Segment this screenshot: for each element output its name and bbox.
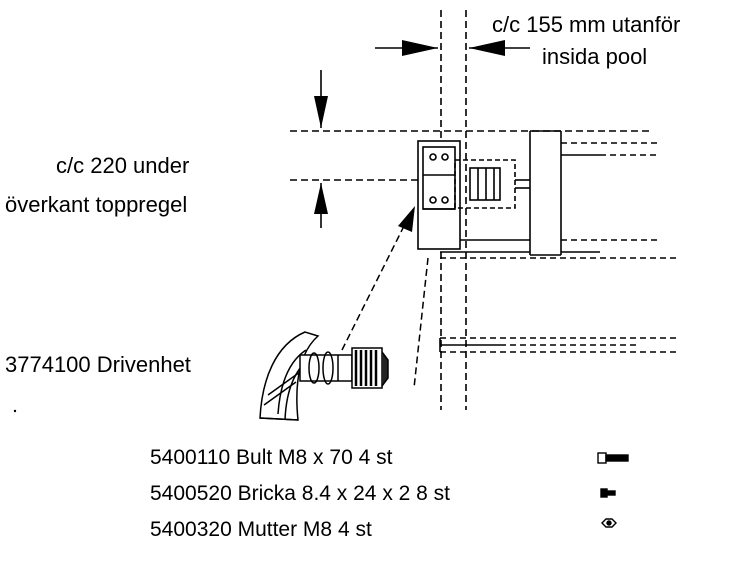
washer-icon	[600, 488, 616, 498]
stray-dot	[13, 409, 17, 413]
part-item-bolt: 5400110 Bult M8 x 70 4 st	[150, 446, 393, 469]
vertical-dimension-label-2: överkant toppregel	[5, 192, 188, 217]
part-item-washer: 5400520 Bricka 8.4 x 24 x 2 8 st	[150, 482, 451, 505]
horizontal-dimension-label-1: c/c 155 mm utanför	[492, 12, 681, 37]
bolt-icon	[597, 452, 629, 464]
pool-frame	[439, 130, 680, 353]
part-item-nut: 5400320 Mutter M8 4 st	[150, 518, 372, 541]
vertical-dimension-label-1: c/c 220 under	[56, 153, 190, 178]
horizontal-dimension-label-2: insida pool	[542, 44, 648, 69]
drive-unit-label: 3774100 Drivenhet	[5, 352, 191, 377]
mounting-bracket	[417, 140, 530, 250]
nut-icon	[601, 518, 617, 528]
installation-arrow	[341, 206, 429, 389]
drive-unit-drawing	[259, 331, 389, 421]
vertical-dimension	[290, 70, 650, 228]
